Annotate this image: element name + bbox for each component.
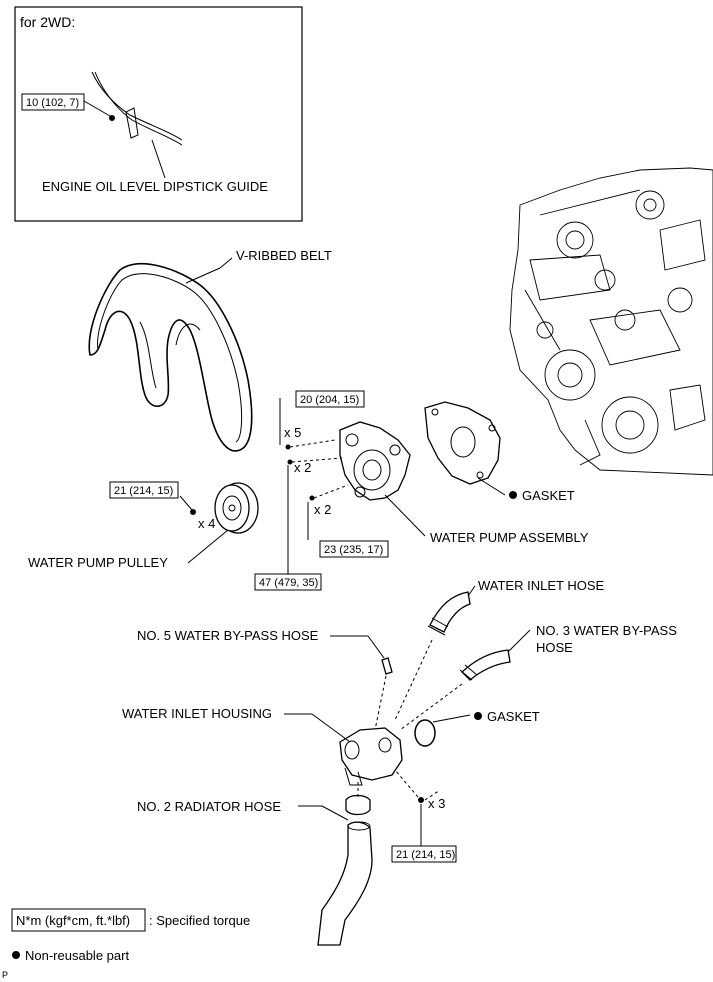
torque-value: 23 (235, 17) <box>324 544 383 556</box>
inlet-housing-bolts: x 3 21 (214, 15) <box>391 769 457 863</box>
inset-2wd: for 2WD: 10 (102, 7) ENGINE OIL LEVEL DI… <box>14 6 303 222</box>
legend-unit: N*m (kgf*cm, ft.*lbf) <box>16 913 130 928</box>
dipstick-guide-tube-upper <box>91 71 183 141</box>
torque-box <box>295 390 365 408</box>
bolt-icon <box>285 444 291 450</box>
quantity-label: x 3 <box>428 796 445 811</box>
water-pump-assembly: 20 (204, 15) x 5 x 2 x 2 23 (235, 17) 47… <box>254 390 589 591</box>
quantity-label: x 4 <box>198 516 215 531</box>
bolt-icon <box>418 797 424 803</box>
torque-value: 21 (214, 15) <box>114 485 173 497</box>
torque-box <box>319 540 389 558</box>
dipstick-guide-tube-lower <box>94 71 183 146</box>
corner-mark: P <box>2 970 8 980</box>
bolt-icon <box>109 115 115 121</box>
water-pump-gasket: GASKET <box>424 401 575 503</box>
legend-unit-text: : Specified torque <box>149 913 250 928</box>
no3-bypass-hose: NO. 3 WATER BY-PASS HOSE <box>399 623 677 731</box>
leader-line <box>151 139 166 179</box>
leader-line <box>83 100 111 117</box>
part-label-no3-bypass-hose-line1: NO. 3 WATER BY-PASS <box>536 623 677 638</box>
water-inlet-hose: WATER INLET HOSE <box>394 578 604 721</box>
inset-title: for 2WD: <box>20 14 75 30</box>
inset-frame <box>14 6 303 222</box>
non-reusable-bullet-icon <box>474 712 482 720</box>
non-reusable-bullet-icon <box>12 951 20 959</box>
torque-value: 20 (204, 15) <box>300 394 359 406</box>
no5-bypass-hose: NO. 5 WATER BY-PASS HOSE <box>137 628 393 731</box>
part-label-no5-bypass-hose: NO. 5 WATER BY-PASS HOSE <box>137 628 319 643</box>
part-label-water-pump-assembly: WATER PUMP ASSEMBLY <box>430 530 589 545</box>
dipstick-guide-bracket <box>125 107 139 139</box>
quantity-label: x 2 <box>294 460 311 475</box>
torque-value: 10 (102, 7) <box>26 97 79 109</box>
part-label-no2-radiator-hose: NO. 2 RADIATOR HOSE <box>137 799 281 814</box>
torque-box <box>391 845 457 863</box>
legend-non-reusable: Non-reusable part <box>25 948 129 963</box>
part-label-gasket: GASKET <box>487 709 540 724</box>
part-label-water-pump-pulley: WATER PUMP PULLEY <box>28 555 168 570</box>
bolt-icon <box>190 509 196 515</box>
part-label-v-ribbed-belt: V-RIBBED BELT <box>236 248 332 263</box>
part-label-gasket: GASKET <box>522 488 575 503</box>
part-label-no3-bypass-hose-line2: HOSE <box>536 640 573 655</box>
torque-box <box>21 93 85 111</box>
part-label-water-inlet-housing: WATER INLET HOUSING <box>122 706 272 721</box>
legend: N*m (kgf*cm, ft.*lbf) : Specified torque… <box>2 908 250 980</box>
torque-value: 21 (214, 15) <box>396 849 455 861</box>
part-label-water-inlet-hose: WATER INLET HOSE <box>478 578 604 593</box>
water-inlet-housing: WATER INLET HOUSING <box>122 706 403 786</box>
torque-value: 47 (479, 35) <box>259 577 318 589</box>
torque-box <box>109 481 179 499</box>
quantity-label: x 5 <box>284 425 301 440</box>
no2-radiator-hose: NO. 2 RADIATOR HOSE <box>137 782 373 946</box>
legend-torque-box <box>11 908 146 932</box>
torque-box <box>254 573 322 591</box>
bolt-icon <box>309 495 315 501</box>
bolt-icon <box>287 459 293 465</box>
quantity-label: x 2 <box>314 502 331 517</box>
v-ribbed-belt: V-RIBBED BELT <box>88 248 332 452</box>
engine-block-illustration <box>509 167 713 476</box>
inlet-gasket-o-ring: GASKET <box>414 709 540 747</box>
leader-line <box>185 267 221 284</box>
part-label-dipstick-guide: ENGINE OIL LEVEL DIPSTICK GUIDE <box>42 179 268 194</box>
water-pump-pulley: 21 (214, 15) x 4 WATER PUMP PULLEY <box>28 481 259 570</box>
non-reusable-bullet-icon <box>509 491 517 499</box>
